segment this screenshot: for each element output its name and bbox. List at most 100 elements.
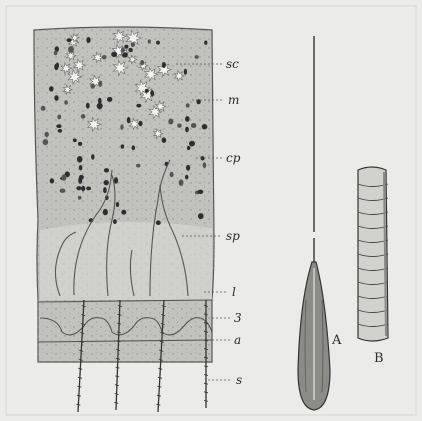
nucleus-dot <box>122 52 128 57</box>
nucleus-dot <box>195 55 199 59</box>
nucleus-dot <box>127 117 131 123</box>
seta-tick <box>158 368 162 369</box>
nucleus-dot <box>103 209 108 215</box>
label-s: s <box>236 373 242 387</box>
nucleus-dot <box>128 48 132 52</box>
nucleus-dot <box>168 119 173 125</box>
nucleus-dot <box>203 162 207 168</box>
nucleus-dot <box>186 165 190 171</box>
nucleus-dot <box>116 202 119 207</box>
nucleus-dot <box>198 213 204 219</box>
nucleus-dot <box>185 175 188 180</box>
nucleus-dot <box>60 189 66 193</box>
nucleus-dot <box>68 46 74 53</box>
label-sc: sc <box>226 57 239 71</box>
figure-b-cylinder <box>358 167 388 341</box>
label-3: 3 <box>234 311 242 325</box>
nucleus-dot <box>90 83 95 88</box>
nucleus-dot <box>156 41 160 45</box>
nucleus-dot <box>198 190 204 194</box>
seta-tick <box>78 377 82 378</box>
seta-tick <box>76 404 80 405</box>
nucleus-dot <box>121 144 125 148</box>
label-m: m <box>228 93 239 107</box>
nucleus-dot <box>58 129 62 133</box>
seta-tick <box>204 366 208 367</box>
nucleus-dot <box>177 123 181 127</box>
nucleus-dot <box>43 139 49 145</box>
nucleus-dot <box>136 104 141 108</box>
nucleus-dot <box>150 90 154 97</box>
seta-tick <box>157 386 161 387</box>
nucleus-dot <box>121 47 125 52</box>
nucleus-dot <box>79 165 83 170</box>
label-B: B <box>374 351 384 366</box>
nucleus-dot <box>78 196 82 200</box>
nucleus-dot <box>62 174 67 181</box>
label-cp: cp <box>226 151 241 165</box>
seta-tick <box>204 383 208 384</box>
nucleus-dot <box>138 121 142 126</box>
nucleus-dot <box>56 62 59 68</box>
nucleus-dot <box>86 187 91 191</box>
nucleus-dot <box>45 132 49 137</box>
seta-tick <box>77 386 81 387</box>
seta-tick <box>204 375 208 376</box>
nucleus-dot <box>57 115 61 120</box>
nucleus-dot <box>121 210 126 215</box>
nucleus-dot <box>86 37 90 43</box>
seta-tick <box>77 395 81 396</box>
nucleus-dot <box>202 124 208 129</box>
nucleus-dot <box>77 156 83 163</box>
nucleus-dot <box>114 177 118 184</box>
label-l: l <box>232 285 236 299</box>
nucleus-dot <box>131 42 135 47</box>
nucleus-dot <box>113 219 117 224</box>
nucleus-dot <box>162 137 167 143</box>
nucleus-dot <box>102 55 107 59</box>
nucleus-dot <box>136 164 141 168</box>
seta-tick <box>115 376 119 377</box>
nucleus-dot <box>179 179 184 186</box>
seta-tick <box>115 385 119 386</box>
seta-tick <box>204 392 208 393</box>
label-A: A <box>331 333 342 348</box>
label-sp: sp <box>226 229 240 243</box>
nucleus-dot <box>120 124 123 130</box>
nucleus-dot <box>189 141 195 147</box>
nucleus-dot <box>148 39 151 43</box>
nucleus-dot <box>54 51 58 56</box>
nucleus-dot <box>67 38 72 42</box>
seta-tick <box>157 395 161 396</box>
nucleus-dot <box>97 103 103 109</box>
nucleus-dot <box>103 187 107 193</box>
nucleus-dot <box>107 97 112 102</box>
nucleus-dot <box>54 95 58 101</box>
nucleus-dot <box>78 142 82 146</box>
nucleus-dot <box>191 123 197 128</box>
nucleus-dot <box>124 45 128 49</box>
nucleus-dot <box>185 127 189 133</box>
nucleus-dot <box>41 106 46 111</box>
nucleus-dot <box>145 89 149 93</box>
nucleus-dot <box>86 103 90 109</box>
figure-a-seta <box>298 36 330 410</box>
nucleus-dot <box>187 146 190 150</box>
nucleus-dot <box>104 168 109 172</box>
label-a: a <box>234 333 241 347</box>
nucleus-dot <box>104 180 109 185</box>
nucleus-dot <box>64 100 68 105</box>
nucleus-dot <box>91 154 94 160</box>
seta-tick <box>204 400 208 401</box>
nucleus-dot <box>184 69 187 75</box>
nucleus-dot <box>186 103 190 107</box>
nucleus-dot <box>111 52 117 57</box>
nucleus-dot <box>132 145 136 150</box>
nucleus-dot <box>156 220 161 225</box>
epithelium-section <box>34 27 214 362</box>
nucleus-dot <box>98 81 102 87</box>
nucleus-dot <box>56 124 61 128</box>
nucleus-dot <box>140 60 144 65</box>
nucleus-dot <box>81 186 85 192</box>
